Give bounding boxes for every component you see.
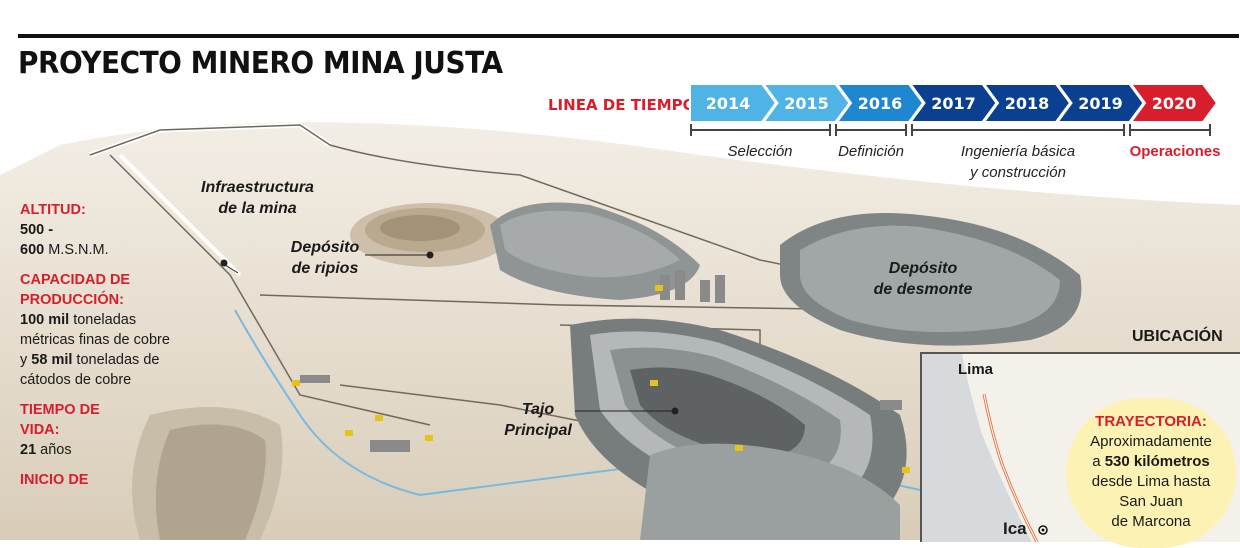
timeline-tick (1129, 124, 1131, 136)
phase-seleccion: Selección (727, 143, 793, 160)
timeline-tick (905, 124, 907, 136)
label-tajo-principal: Tajo Principal (504, 401, 572, 439)
timeline-year-2020: 2020 (1129, 83, 1219, 123)
fact-altitud: ALTITUD: 500 - 600 M.S.N.M. (20, 202, 109, 258)
page-title: PROYECTO MINERO MINA JUSTA (18, 46, 503, 81)
timeline-year-2019: 2019 (1055, 83, 1145, 123)
timeline-year-label: 2020 (1152, 94, 1197, 113)
phase-operaciones: Operaciones (1129, 143, 1221, 160)
timeline-tick (911, 124, 913, 136)
location-title: UBICACIÓN (1132, 328, 1223, 345)
timeline-chevron (982, 83, 1072, 123)
fact-inicio: INICIO DE (20, 472, 89, 488)
timeline-tick (690, 124, 692, 136)
facts-panel: ALTITUD: 500 - 600 M.S.N.M. CAPACIDAD DE… (20, 200, 170, 500)
timeline-year-2017: 2017 (908, 83, 998, 123)
city-lima: Lima (958, 361, 994, 378)
label-deposito-desmonte: Depósito de desmonte (873, 260, 973, 298)
timeline-chevron (761, 83, 851, 123)
timeline-chevron (1129, 83, 1219, 123)
timeline-year-label: 2019 (1078, 94, 1123, 113)
label-deposito-ripios: Depósito de ripios (290, 239, 360, 277)
timeline-tick (835, 124, 837, 136)
timeline-year-2015: 2015 (761, 83, 851, 123)
timeline-bracket-operaciones (1129, 129, 1211, 131)
timeline-year-label: 2015 (784, 94, 829, 113)
timeline-tick (1123, 124, 1125, 136)
timeline-chevron (908, 83, 998, 123)
timeline-bracket-seleccion (690, 129, 831, 131)
phase-definicion: Definición (838, 143, 904, 160)
label-infraestructura: Infraestructura de la mina (201, 179, 314, 217)
timeline-year-label: 2018 (1005, 94, 1050, 113)
timeline-chevron (1055, 83, 1145, 123)
timeline-arrows: 2014 2015 2016 2017 2018 2019 2020 (689, 83, 1219, 123)
trajectory-text: TRAYECTORIA: Aproximadamente a 530 kilóm… (1090, 413, 1212, 530)
timeline-chevron (835, 83, 925, 123)
phase-ingenieria-line1: Ingeniería básica (960, 143, 1076, 160)
timeline-chevron (689, 83, 778, 123)
timeline-bracket-ingenieria (911, 129, 1125, 131)
timeline-year-2014: 2014 (689, 83, 778, 123)
city-ica: Ica (1003, 519, 1027, 538)
timeline-tick (1209, 124, 1211, 136)
timeline-tick (829, 124, 831, 136)
trajectory-bubble (1066, 398, 1236, 548)
fact-capacidad: CAPACIDAD DE PRODUCCIÓN: 100 mil tonelad… (20, 272, 170, 388)
fact-tiempo-vida: TIEMPO DE VIDA: 21 años (20, 402, 100, 458)
timeline-year-2018: 2018 (982, 83, 1072, 123)
phase-ingenieria-line2: y construcción (970, 164, 1066, 181)
timeline-year-label: 2014 (706, 94, 751, 113)
timeline-bracket-definicion (835, 129, 907, 131)
timeline-year-label: 2016 (858, 94, 903, 113)
timeline-year-label: 2017 (931, 94, 976, 113)
timeline-year-2016: 2016 (835, 83, 925, 123)
timeline-label: LINEA DE TIEMPO: (548, 96, 702, 114)
top-rule (18, 34, 1239, 38)
